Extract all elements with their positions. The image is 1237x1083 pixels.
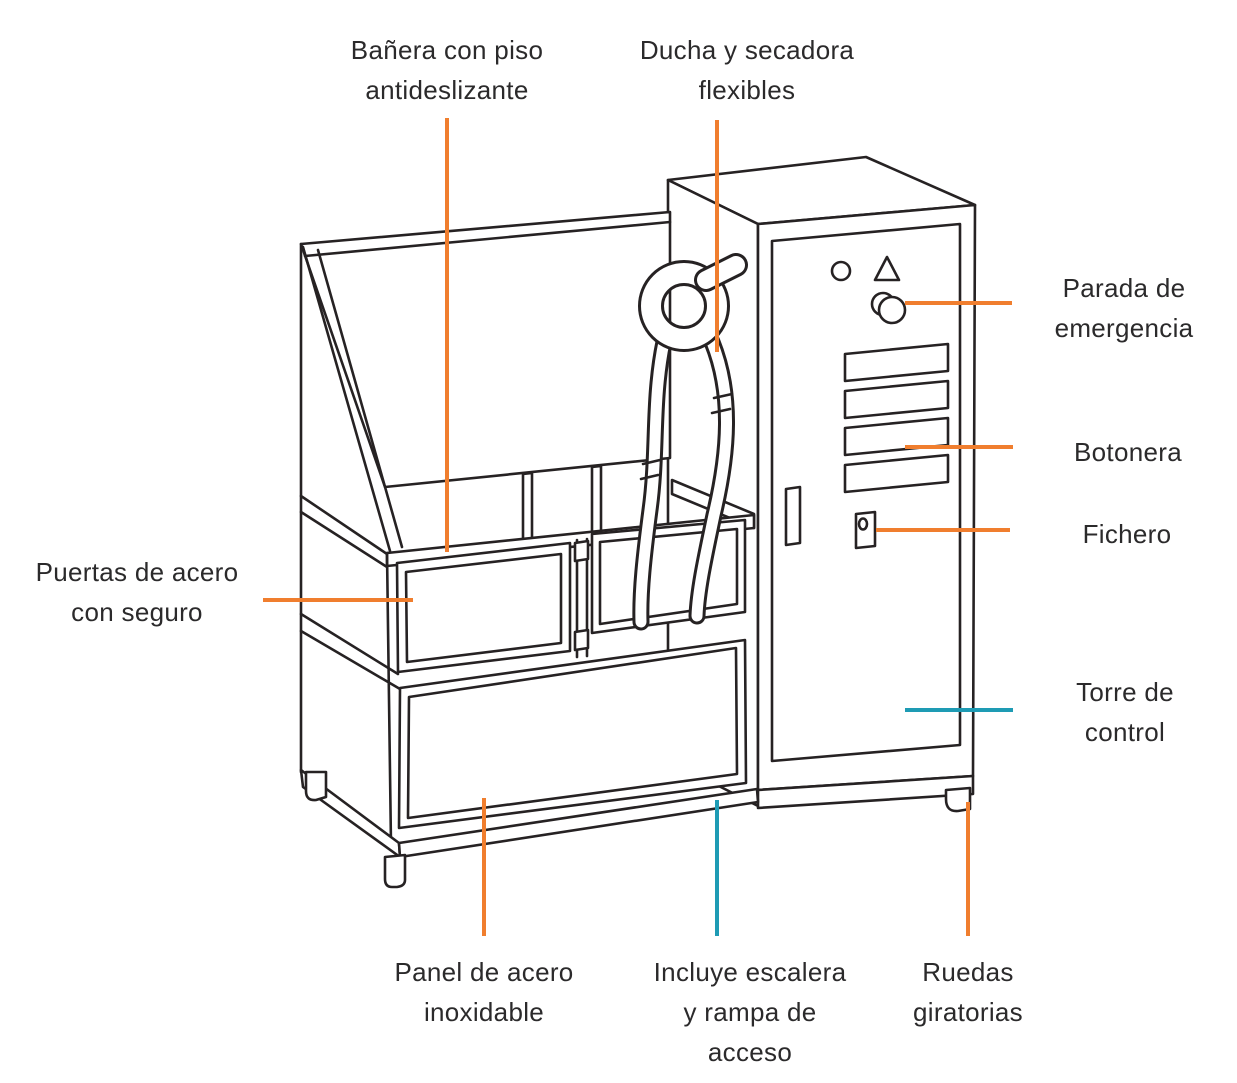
label-line: control xyxy=(1084,717,1166,747)
base-bar-front xyxy=(397,787,760,859)
label-ducha: Ducha y secadora flexibles xyxy=(617,30,877,110)
emergency-stop-button xyxy=(877,295,907,325)
button-slot-4 xyxy=(843,453,950,494)
tub-back-panel xyxy=(299,210,672,489)
button-slot-1 xyxy=(843,342,950,383)
door-hinge-bottom xyxy=(573,628,590,652)
door-hinge-top xyxy=(573,539,590,563)
label-line: Ducha y secadora xyxy=(639,35,855,65)
hose-coupling-ticks xyxy=(639,392,734,481)
label-line: Bañera con piso xyxy=(350,35,544,65)
label-line: con seguro xyxy=(71,597,203,627)
shower-nozzle-body xyxy=(697,256,745,289)
left-door-panel xyxy=(404,552,563,664)
tub-front-left-edge xyxy=(385,551,393,847)
indicator-circle-icon xyxy=(830,260,852,282)
keyhole-icon xyxy=(857,517,869,531)
label-fichero: Fichero xyxy=(1027,514,1227,554)
label-line: Botonera xyxy=(1074,437,1182,467)
tub-side-rails xyxy=(299,494,402,691)
label-line: antideslizante xyxy=(365,75,529,105)
front-left-foot xyxy=(383,853,407,889)
label-botonera: Botonera xyxy=(1028,432,1228,472)
rear-left-foot xyxy=(304,770,328,802)
right-door-frame xyxy=(590,518,747,635)
label-ruedas: Ruedas giratorias xyxy=(868,952,1068,1032)
hose-right-body xyxy=(691,336,732,622)
label-line: Panel de acero xyxy=(394,957,574,987)
leader-lines-group xyxy=(263,118,1013,936)
label-incluye: Incluye escalera y rampa de acceso xyxy=(630,952,870,1072)
front-steel-panel-inner xyxy=(406,646,739,820)
left-door-frame xyxy=(395,541,572,674)
label-line: inoxidable xyxy=(423,997,545,1027)
bathtub-group xyxy=(299,210,760,889)
label-line: giratorias xyxy=(913,997,1023,1027)
label-line: Ruedas xyxy=(922,957,1014,987)
label-line: Puertas de acero xyxy=(35,557,239,587)
front-steel-panel xyxy=(397,638,748,830)
hose-left-body xyxy=(635,336,670,628)
label-line: Parada de xyxy=(1062,273,1186,303)
label-line: y rampa de xyxy=(683,997,817,1027)
label-line: Fichero xyxy=(1082,519,1172,549)
label-line: acceso xyxy=(707,1037,793,1067)
label-line: emergencia xyxy=(1054,313,1194,343)
label-line: Torre de xyxy=(1076,677,1174,707)
indicator-triangle-icon xyxy=(873,255,901,282)
label-line: Incluye escalera xyxy=(653,957,847,987)
label-line: flexibles xyxy=(698,75,796,105)
tub-post-1 xyxy=(521,471,534,543)
tower-door-handle xyxy=(784,485,802,547)
label-banera: Bañera con piso antideslizante xyxy=(317,30,577,110)
tub-slant-frame xyxy=(301,245,404,553)
tub-post-2 xyxy=(590,464,603,536)
label-panel: Panel de acero inoxidable xyxy=(364,952,604,1032)
label-torre: Torre de control xyxy=(1025,672,1225,752)
right-door-panel xyxy=(598,527,739,626)
tub-back-panel-top-edge xyxy=(303,220,672,258)
button-slot-2 xyxy=(843,379,950,420)
label-puertas: Puertas de acero con seguro xyxy=(0,552,274,632)
tower-front-face xyxy=(756,203,977,792)
tower-inset-panel xyxy=(770,222,962,763)
label-parada: Parada de emergencia xyxy=(1014,268,1234,348)
